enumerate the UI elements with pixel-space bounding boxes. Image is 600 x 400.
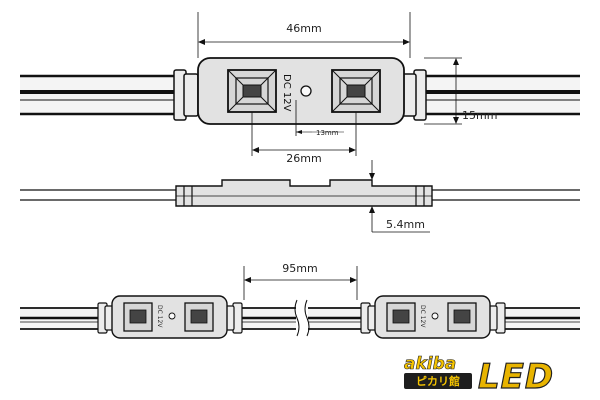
top-led-right [331,69,381,113]
top-end-caps [173,69,427,121]
chain-module-2: DC 12V [360,295,506,339]
side-module-body [175,179,433,207]
dim-46mm: 46mm [197,12,411,58]
dim-13mm: 13mm [295,100,344,137]
dim-26mm-label: 26mm [286,152,321,165]
dim-5-4mm-label: 5.4mm [386,218,425,231]
logo-led-text: LED [478,357,554,397]
chain-module-2-label: DC 12V [419,305,426,328]
chain-break-mark [294,299,310,337]
top-view: DC 12V 46mm 15mm 13mm [20,12,580,165]
logo-akiba-text: akiba [404,354,456,374]
top-mount-hole [300,85,312,97]
dim-13mm-label: 13mm [316,129,339,137]
akiba-led-logo: akiba ピカリ館 LED [404,354,554,398]
chain-module-1-label: DC 12V [156,305,163,328]
dim-95mm: 95mm [243,262,358,300]
side-wires [20,189,580,201]
logo-sub-text: ピカリ館 [416,374,460,388]
top-led-left [227,69,277,113]
dim-15mm: 15mm [424,57,497,125]
top-wires [20,74,580,116]
dim-46mm-label: 46mm [286,22,321,35]
top-module-label: DC 12V [281,74,292,112]
logo-sub-background [404,373,472,389]
dim-15mm-label: 15mm [462,109,497,122]
chain-module-1: DC 12V [97,295,243,339]
chain-view: DC 12V DC 12V 95mm [20,262,580,339]
side-view: 5.4mm [20,160,580,233]
dim-5-4mm: 5.4mm [369,160,430,233]
dim-26mm: 26mm [251,112,357,165]
dim-95mm-label: 95mm [282,262,317,275]
